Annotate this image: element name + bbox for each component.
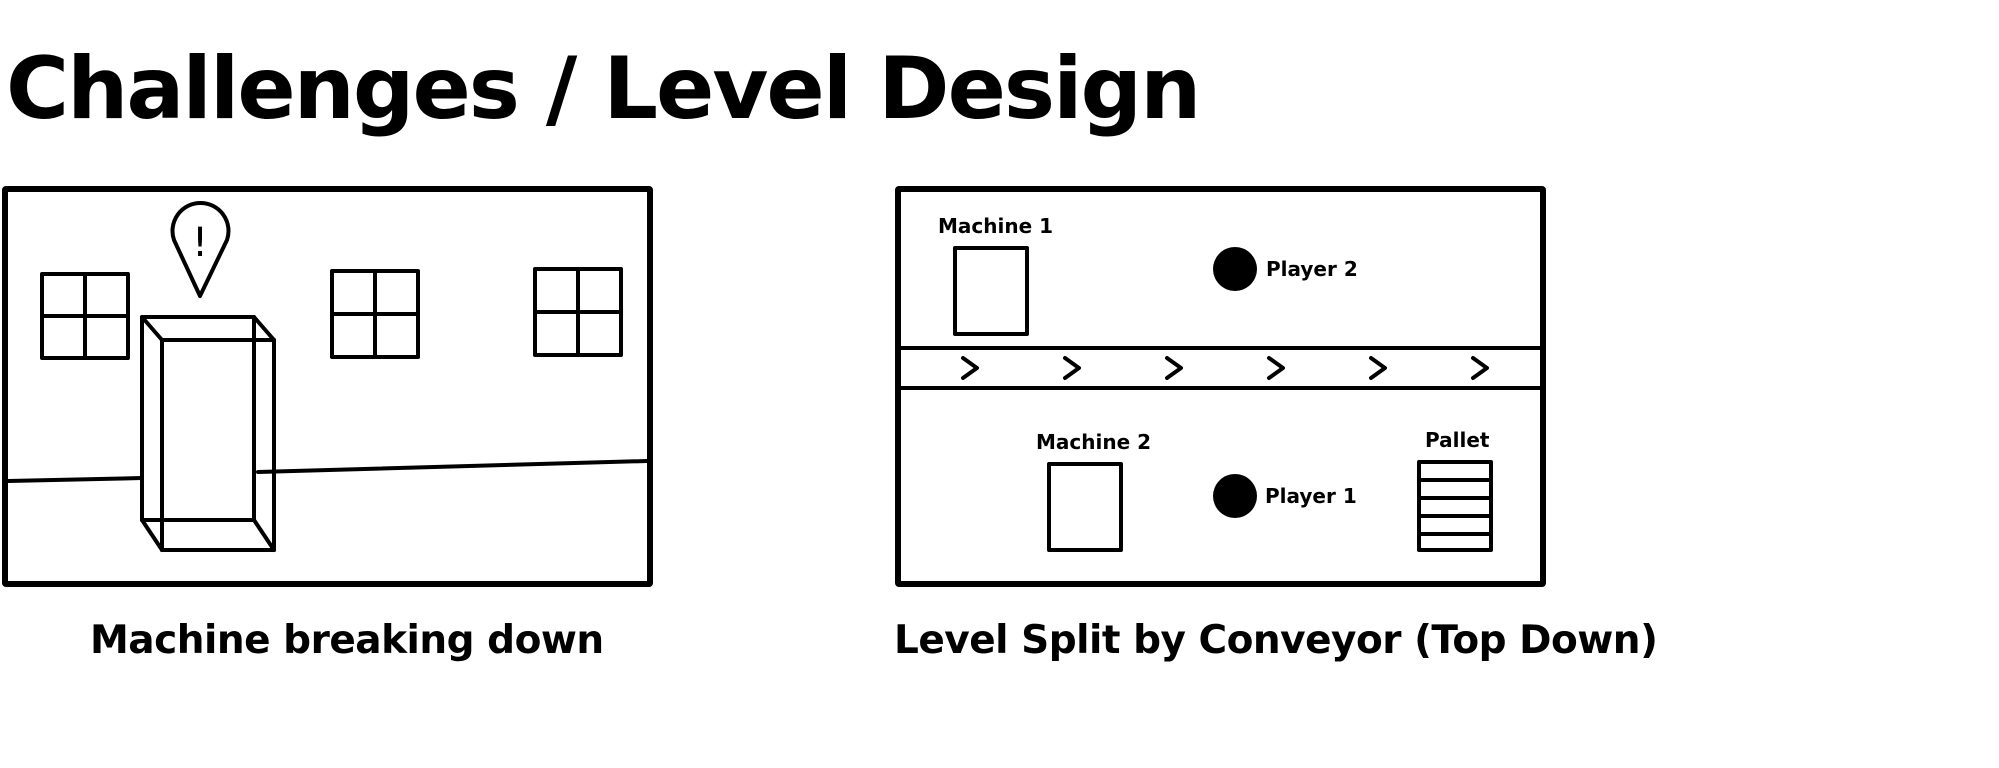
conveyor-level-caption: Level Split by Conveyor (Top Down) (894, 618, 1658, 663)
machine-1-box (953, 246, 1029, 336)
conveyor-arrow-icon (1165, 356, 1183, 380)
conveyor-arrow-icon (1267, 356, 1285, 380)
alert-marker-icon (170, 201, 231, 298)
machine-breakdown-caption: Machine breaking down (90, 618, 604, 663)
floor-line (8, 476, 144, 483)
conveyor-level-sketch: Machine 1 Player 2 Machine 2 Pallet Play… (895, 186, 1546, 587)
conveyor-arrow-icon (1369, 356, 1387, 380)
machine-2-label: Machine 2 (1036, 430, 1152, 454)
conveyor-level-drawing (901, 246, 1540, 552)
pallet-label: Pallet (1425, 428, 1490, 452)
window-icon (533, 267, 623, 357)
floor-line (256, 459, 647, 474)
player-1-label: Player 1 (1265, 484, 1357, 508)
machine-breakdown-drawing: ! (8, 201, 647, 552)
player-2-token (1213, 247, 1257, 291)
machine-box (140, 315, 276, 552)
player-1-token (1213, 474, 1257, 518)
window-icon (330, 269, 420, 359)
machine-breakdown-sketch: ! (2, 186, 653, 587)
machine-1-label: Machine 1 (938, 214, 1054, 238)
conveyor-arrow-icon (961, 356, 979, 380)
machine-2-box (1047, 462, 1123, 552)
window-icon (40, 272, 130, 360)
player-2-label: Player 2 (1266, 257, 1358, 281)
conveyor-arrow-icon (1471, 356, 1489, 380)
alert-symbol: ! (192, 220, 208, 266)
conveyor-arrow-icon (1063, 356, 1081, 380)
page-title: Challenges / Level Design (6, 39, 1201, 139)
pallet-icon (1417, 460, 1493, 552)
